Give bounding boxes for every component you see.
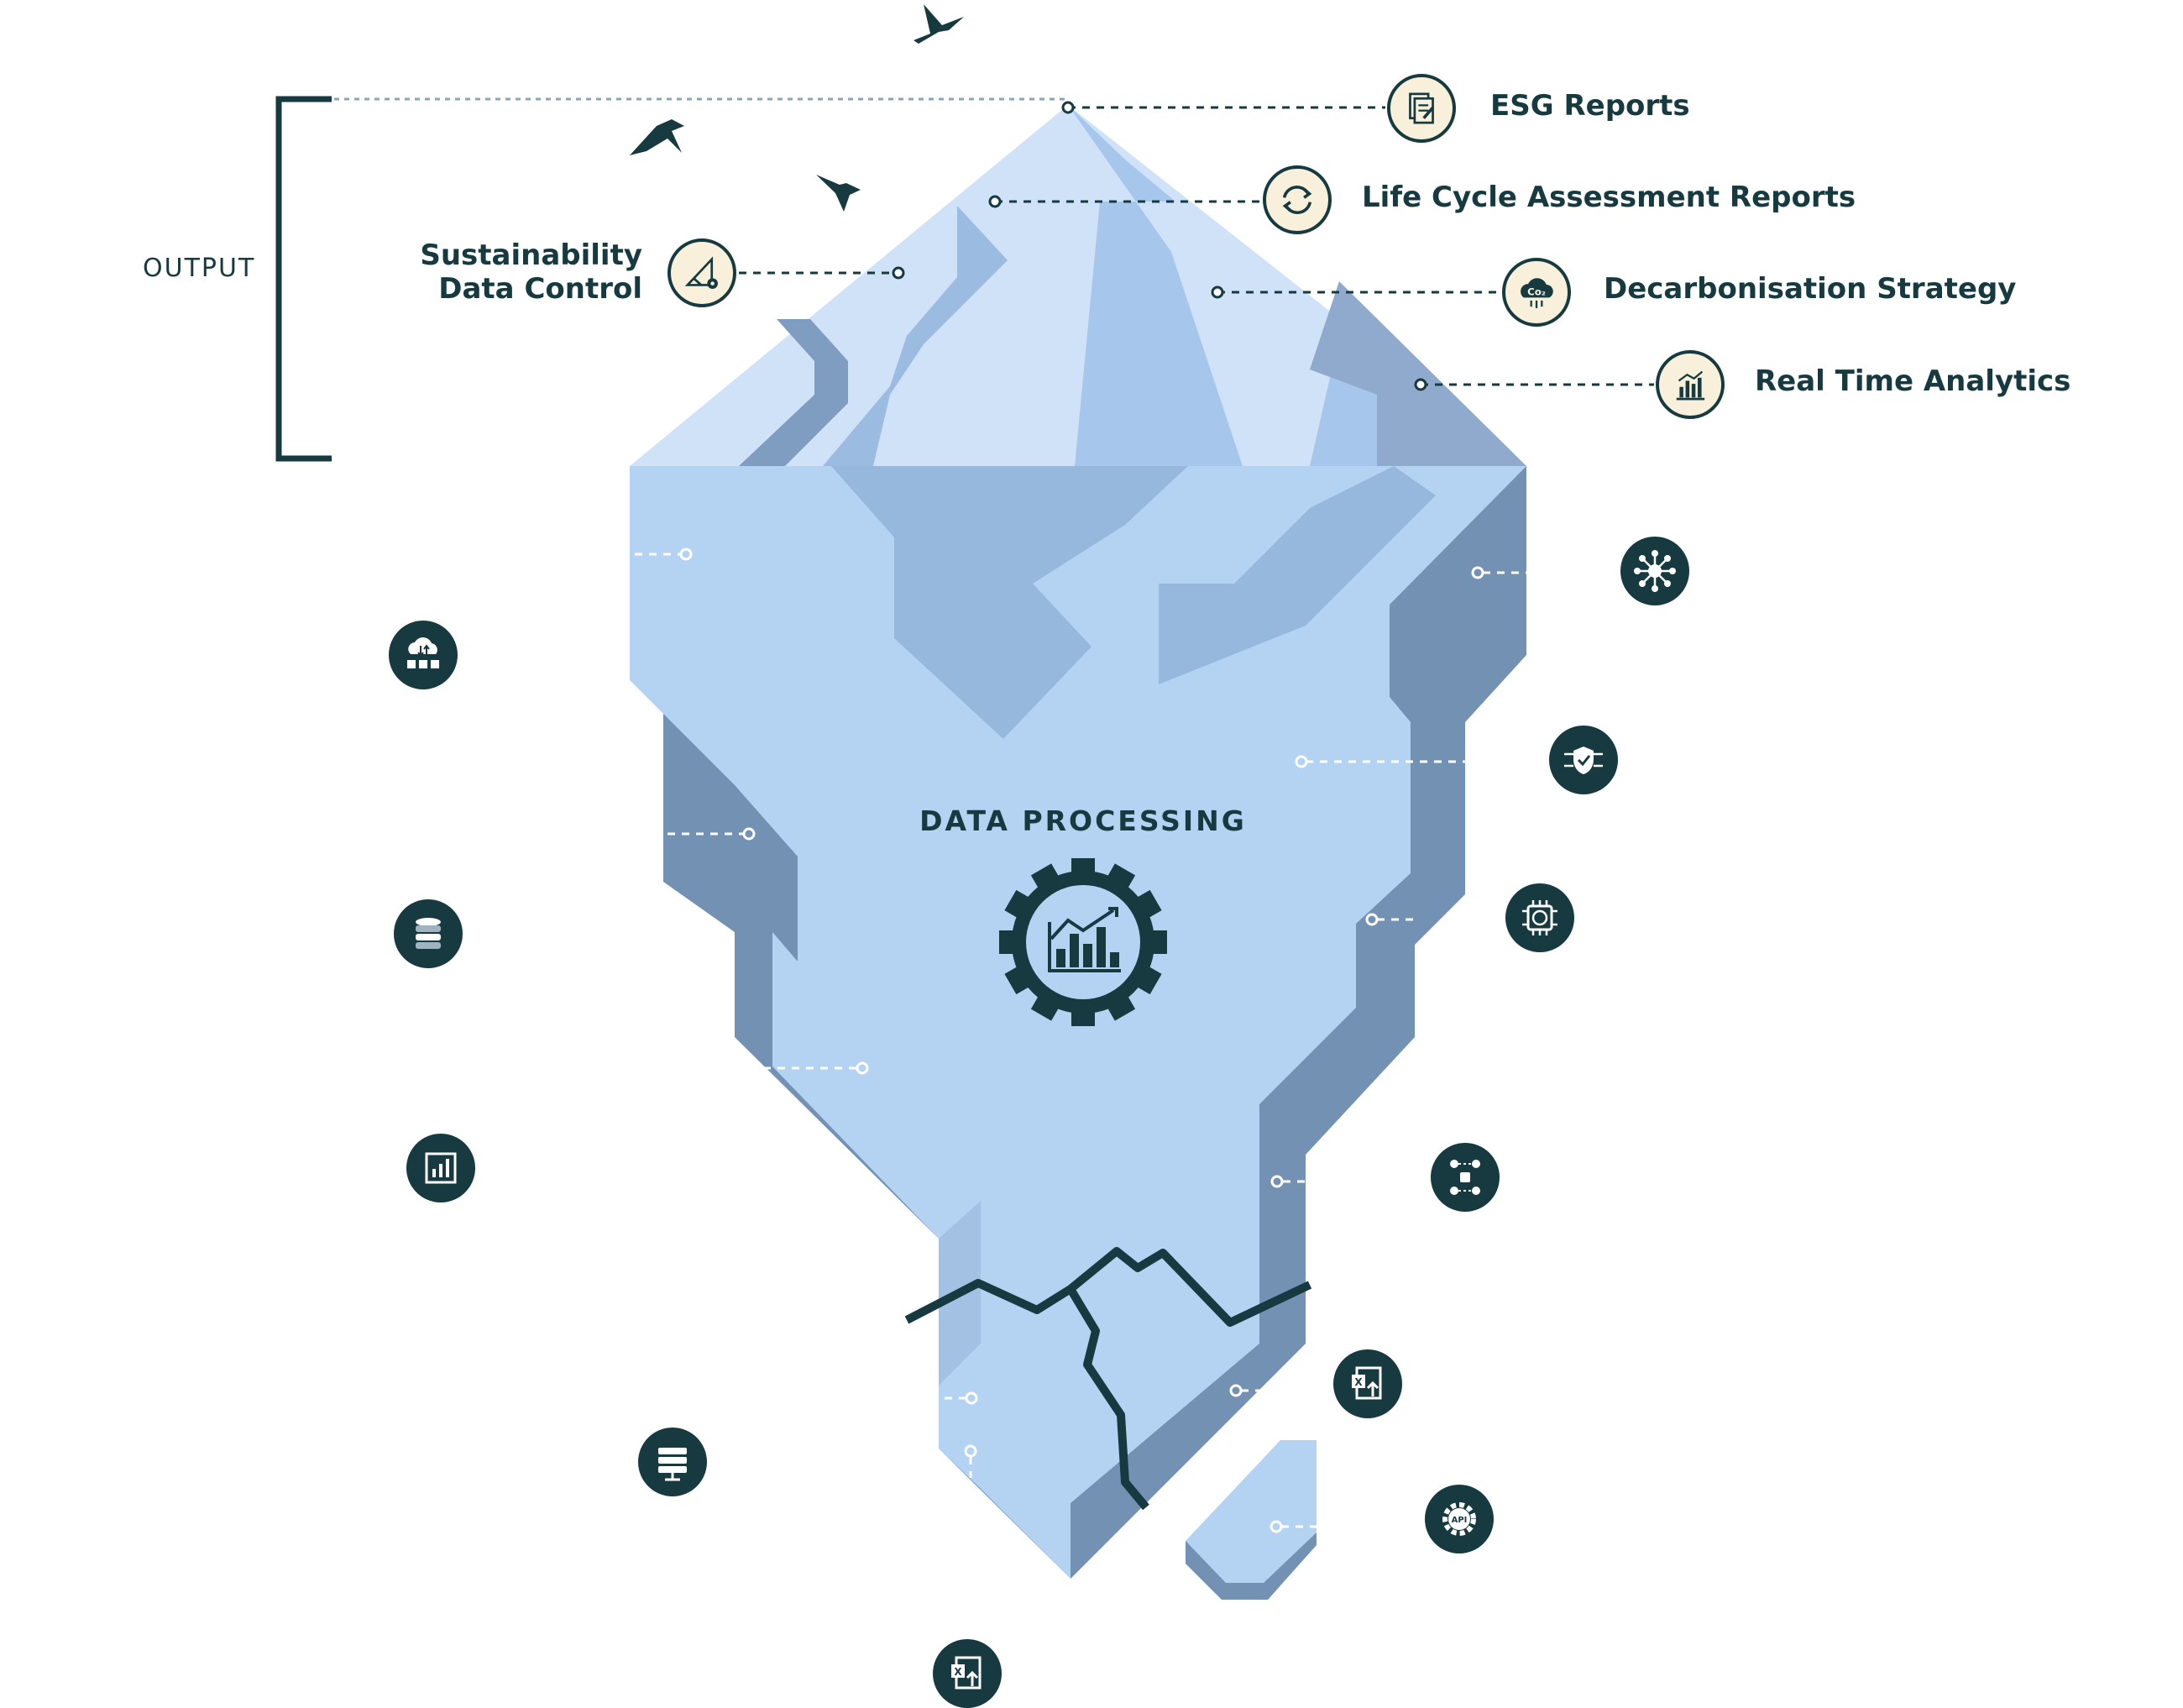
iceberg-tip-crag	[823, 206, 1008, 466]
iceberg-left-shadow	[663, 714, 1071, 1579]
settings-control-icon	[667, 238, 736, 307]
bar-chart-icon	[1656, 350, 1725, 419]
shield-network-icon	[1549, 726, 1618, 794]
api-gear-icon: API	[1425, 1485, 1494, 1553]
ice-fragment	[1186, 1440, 1317, 1600]
connector-dot	[1414, 378, 1427, 391]
svg-text:X: X	[954, 1666, 962, 1678]
connector-dot	[1229, 1384, 1243, 1397]
connector-dot	[679, 548, 693, 561]
svg-text:API: API	[1452, 1516, 1468, 1525]
database-icon	[394, 899, 463, 968]
iceberg-tip-shadow	[1310, 281, 1526, 466]
connector-dot	[964, 1444, 977, 1458]
connector-dot	[1270, 1175, 1284, 1188]
connector-dot	[856, 1061, 869, 1075]
connector-dot	[742, 827, 756, 841]
iceberg-crack	[904, 1247, 1312, 1327]
bird-icon	[914, 4, 964, 44]
output-label-decarbonisation-strategy: Decarbonisation Strategy	[1604, 272, 2017, 306]
report-chart-icon	[406, 1134, 475, 1202]
ai-chip-icon	[1505, 883, 1574, 952]
connector-dot	[1269, 1520, 1283, 1533]
refresh-cycle-icon	[1263, 165, 1332, 234]
data-processing-title: DATA PROCESSING	[919, 804, 1247, 837]
output-label-esg-reports: ESG Reports	[1490, 89, 1690, 123]
output-header: OUTPUT	[143, 254, 256, 283]
bird-icon	[816, 175, 861, 212]
iceberg-crack	[1066, 1286, 1149, 1511]
user-network-icon	[1431, 1143, 1500, 1212]
iceberg-tip-shade	[1068, 105, 1526, 466]
output-label-real-time-analytics: Real Time Analytics	[1755, 364, 2071, 398]
connector-dot	[965, 1391, 978, 1405]
excel-upload-icon: X	[933, 1639, 1002, 1708]
output-label-sustainability-data-control: Sustainability Data Control	[420, 238, 642, 306]
output-label-line: Sustainability	[420, 238, 642, 272]
connector-dot	[1471, 566, 1484, 579]
bird-icon	[630, 119, 684, 155]
iceberg-tip	[630, 105, 1526, 466]
ice-fragment-shadow	[1186, 1532, 1317, 1600]
svg-text:X: X	[1354, 1376, 1363, 1388]
data-processing-gear-icon	[999, 858, 1167, 1026]
connector-dot	[1061, 101, 1075, 114]
iceberg-body-shade	[1159, 466, 1436, 684]
iceberg-tip-left-shade	[739, 319, 848, 466]
report-document-icon	[1387, 74, 1456, 143]
output-label-line: Data Control	[438, 272, 642, 306]
cloud-transfer-icon	[389, 621, 458, 689]
excel-upload-icon: X	[1333, 1349, 1402, 1418]
connector-dot	[1295, 755, 1308, 768]
connector-dot	[988, 195, 1002, 208]
output-bracket	[275, 96, 332, 462]
iceberg-right-shadow	[1071, 466, 1526, 1579]
server-rack-icon	[638, 1428, 707, 1496]
connector-dot	[1211, 286, 1224, 299]
connector-dot	[1365, 913, 1379, 926]
output-label-lca-reports: Life Cycle Assessment Reports	[1362, 181, 1856, 214]
connector-dot	[892, 266, 905, 280]
co2-cloud-icon: Co₂	[1502, 258, 1571, 327]
svg-text:Co₂: Co₂	[1527, 286, 1546, 298]
network-hub-icon	[1620, 537, 1689, 605]
iceberg-body-shade	[831, 466, 1188, 739]
